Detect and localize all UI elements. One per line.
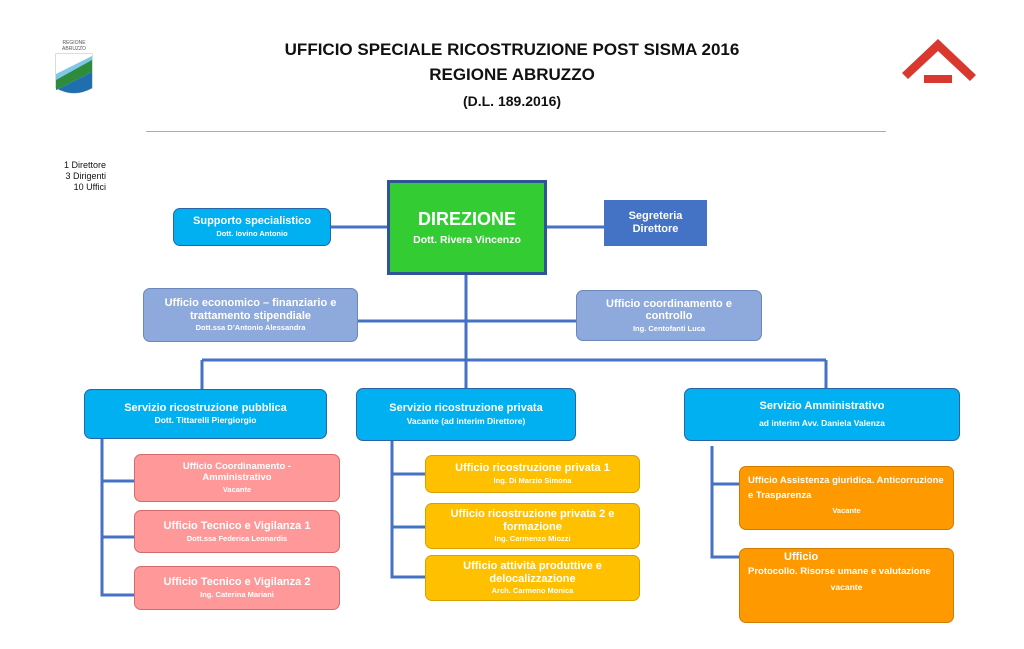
count-dirigenti: 3 Dirigenti <box>65 171 106 181</box>
ufficio-protocollo-box: Ufficio Protocollo. Risorse umane e valu… <box>739 548 954 623</box>
ufficio-privata-1-title: Ufficio ricostruzione privata 1 <box>455 462 610 475</box>
ufficio-privata-3-person: Arch. Carmeno Monica <box>491 586 574 596</box>
ufficio-pubblica-3-title: Ufficio Tecnico e Vigilanza 2 <box>163 576 311 589</box>
servizio-pubblica-box: Servizio ricostruzione pubblica Dott. Ti… <box>84 389 327 439</box>
ufficio-economico-box: Ufficio economico – finanziario e tratta… <box>143 288 358 342</box>
ufficio-amm-2-heading: Ufficio <box>784 551 819 563</box>
ufficio-privata-3-title: Ufficio attività produttive e delocalizz… <box>463 560 602 585</box>
ufficio-economico-title: Ufficio economico – finanziario e tratta… <box>164 297 337 322</box>
ufficio-pubblica-1-person: Vacante <box>222 484 252 494</box>
count-uffici: 10 Uffici <box>73 182 106 192</box>
ufficio-amm-1-title: Ufficio Assistenza giuridica. Anticorruz… <box>748 475 944 502</box>
servizio-privata-box: Servizio ricostruzione privata Vacante (… <box>356 388 576 441</box>
ufficio-coordinamento-box: Ufficio coordinamento e controllo Ing. C… <box>576 290 762 341</box>
abruzzo-logo-text: REGIONE ABRUZZO <box>62 40 86 52</box>
ufficio-privata-2-person: Ing. Carmenzo Miozzi <box>494 534 571 544</box>
servizio-privata-title: Servizio ricostruzione privata <box>389 402 543 415</box>
ufficio-pubblica-3-person: Ing. Caterina Mariani <box>200 590 274 599</box>
ufficio-coordinamento-title: Ufficio coordinamento e controllo <box>606 297 732 323</box>
header-region: REGIONE ABRUZZO <box>429 65 595 84</box>
ufficio-privata-1-person: Ing. Di Marzio Simona <box>493 476 572 485</box>
segreteria-box: Segreteria Direttore <box>604 200 707 246</box>
staff-counts: 1 Direttore 3 Dirigenti 10 Uffici <box>38 160 106 193</box>
supporto-title: Supporto specialistico <box>193 215 311 228</box>
servizio-pubblica-person: Dott. Tittarelli Piergiorgio <box>154 415 257 426</box>
servizio-amministrativo-title: Servizio Amministrativo <box>759 400 885 413</box>
house-roof-icon <box>902 39 976 83</box>
ufficio-pubblica-1-title: Ufficio Coordinamento - Amministrativo <box>182 460 292 483</box>
count-direttore: 1 Direttore <box>63 160 106 170</box>
servizio-amministrativo-box: Servizio Amministrativo ad interim Avv. … <box>684 388 960 441</box>
supporto-box: Supporto specialistico Dott. Iovino Anto… <box>173 208 331 246</box>
ufficio-amm-2-title: Protocollo. Risorse umane e valutazione <box>748 565 931 577</box>
ufficio-amm-2-person: vacante <box>830 581 863 592</box>
ufficio-economico-person: Dott.ssa D’Antonio Alessandra <box>195 323 306 333</box>
connector-pubblica-branch <box>100 439 134 597</box>
direzione-title: DIREZIONE <box>417 209 516 230</box>
servizio-amministrativo-person: ad interim Avv. Daniela Valenza <box>759 417 885 428</box>
ufficio-ricostruzione-privata-2-box: Ufficio ricostruzione privata 2 e formaz… <box>425 503 640 549</box>
header-decree: (D.L. 189.2016) <box>462 93 562 109</box>
header-divider <box>146 131 886 132</box>
connector-privata-branch <box>390 441 425 579</box>
header-title: UFFICIO SPECIALE RICOSTRUZIONE POST SISM… <box>284 40 740 59</box>
servizio-pubblica-title: Servizio ricostruzione pubblica <box>124 401 287 414</box>
ufficio-amm-1-person: Vacante <box>832 506 861 516</box>
abruzzo-logo: REGIONE ABRUZZO <box>53 38 95 98</box>
house-roof-logo <box>900 35 978 85</box>
segreteria-title: Segreteria Direttore <box>628 210 683 235</box>
ufficio-attivita-produttive-box: Ufficio attività produttive e delocalizz… <box>425 555 640 601</box>
ufficio-ricostruzione-privata-1-box: Ufficio ricostruzione privata 1 Ing. Di … <box>425 455 640 493</box>
supporto-person: Dott. Iovino Antonio <box>216 229 288 238</box>
ufficio-coordinamento-person: Ing. Centofanti Luca <box>632 323 706 333</box>
servizio-privata-person: Vacante (ad interim Direttore) <box>406 415 526 426</box>
ufficio-pubblica-2-person: Dott.ssa Federica Leonardis <box>186 533 288 543</box>
connector-amministrativo-branch <box>710 446 739 559</box>
direzione-box: DIREZIONE Dott. Rivera Vincenzo <box>387 180 547 275</box>
ufficio-pubblica-2-title: Ufficio Tecnico e Vigilanza 1 <box>163 519 311 532</box>
abruzzo-coat-of-arms-icon <box>55 38 93 94</box>
ufficio-privata-2-title: Ufficio ricostruzione privata 2 e formaz… <box>450 508 615 533</box>
direzione-person: Dott. Rivera Vincenzo <box>413 233 521 246</box>
ufficio-assistenza-giuridica-box: Ufficio Assistenza giuridica. Anticorruz… <box>739 466 954 530</box>
ufficio-tecnico-vigilanza-2-box: Ufficio Tecnico e Vigilanza 2 Ing. Cater… <box>134 566 340 610</box>
ufficio-tecnico-vigilanza-1-box: Ufficio Tecnico e Vigilanza 1 Dott.ssa F… <box>134 510 340 553</box>
ufficio-coordinamento-amministrativo-box: Ufficio Coordinamento - Amministrativo V… <box>134 454 340 502</box>
